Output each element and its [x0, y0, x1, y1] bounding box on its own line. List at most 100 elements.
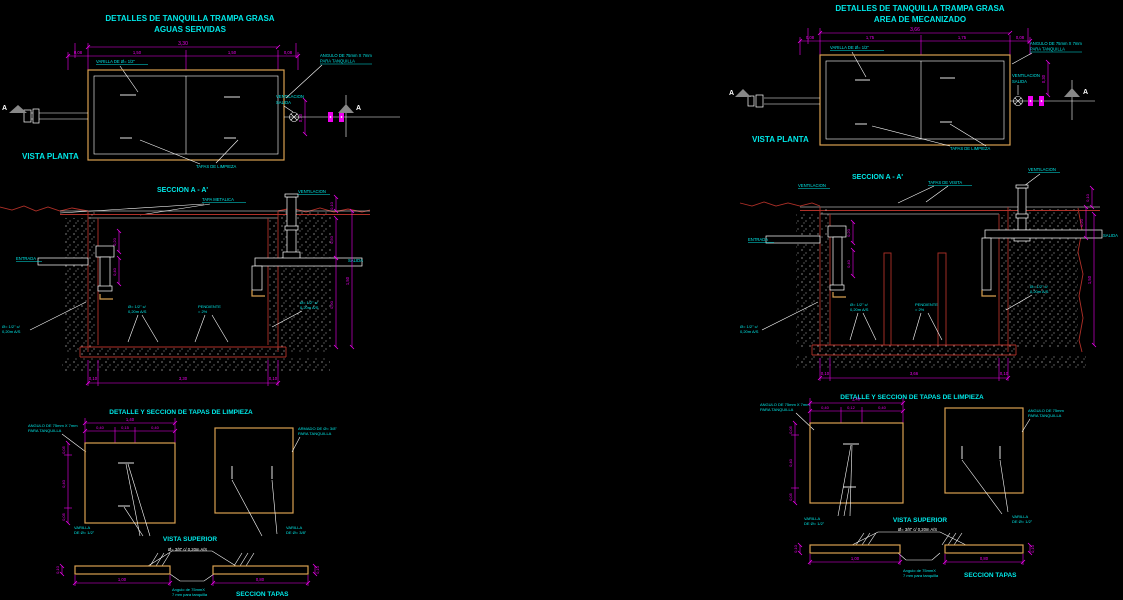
inlet-pipe — [765, 225, 847, 298]
section-marker-triangle — [338, 104, 354, 113]
dim-covers-v2: 0,40 — [61, 479, 66, 488]
dim-bar-h-left: 0,10 — [55, 565, 60, 574]
varilla-left-2: DE Ø= 1/2" — [804, 521, 825, 526]
covers-section-angulo-2: 7 mm para tanquilla — [903, 573, 939, 578]
label-salida-section: SALIDA — [1103, 233, 1118, 238]
leader-angulo — [1011, 52, 1033, 65]
covers-section: Ø= 3/8" c/ 0,20m A/S 1,00 0,80 0,10 0,10… — [793, 527, 1035, 579]
armado-2: PARA TANQUILLA — [1028, 413, 1062, 418]
leader-note-right — [1005, 294, 1033, 311]
covers-dim-lines — [791, 398, 906, 506]
label-angulo-1: ANGULO DE 75mm X 7mm — [1030, 41, 1082, 46]
varilla-left-2: DE Ø= 1/2" — [74, 530, 95, 535]
varilla-left-1: VARILLA — [804, 516, 820, 521]
cover-square-right — [214, 427, 294, 514]
outlet-assembly: A — [284, 95, 400, 137]
section-title: SECCION A - A' — [157, 187, 208, 194]
note-floor-1: Ø= 1/2" c/ — [128, 304, 147, 309]
dim-chain-3: 1,50 — [345, 276, 350, 285]
plan-view: 3,66 0,08 1,75 1,75 0,08 0,30 VARILLA DE… — [729, 27, 1095, 151]
label-tapa-metalica: TAPA METALICA — [202, 197, 234, 202]
dim-plan-cell2: 1,75 — [958, 35, 967, 40]
varilla-right-1: VARILLA — [1012, 514, 1028, 519]
drawing-title: DETALLES DE TANQUILLA TRAMPA GRASA — [105, 14, 274, 23]
leaders-tapa — [897, 185, 949, 204]
inlet-assembly: A — [729, 89, 820, 108]
section-view: SECCION A - A' TAPAS DE VISITA VENTILACI… — [739, 167, 1118, 381]
leader-note-right — [271, 310, 303, 328]
cover-bar-left — [74, 565, 171, 575]
tank-section-walls — [60, 210, 370, 358]
note-right-2: 0,20m A/S — [300, 305, 319, 310]
cover-left-leaders — [123, 463, 151, 537]
leader-covers-angulo — [61, 433, 87, 453]
dim-covers-c: 0,40 — [878, 405, 887, 410]
label-tapas-limpieza: TAPAS DE LIMPIEZA — [950, 146, 991, 151]
note-pendiente-2: = 2% — [198, 309, 208, 314]
dim-inlet-1: 0,20 — [846, 228, 851, 237]
covers-angulo-1: ANGULO DE 75mm X 7mm — [760, 402, 810, 407]
covers-angulo-2: PARA TANQUILLA — [760, 407, 794, 412]
note-pendiente-1: PENDIENTE — [915, 302, 938, 307]
dim-covers-v3: 0,05 — [61, 512, 66, 521]
label-varilla: VARILLA DE Ø= 1/2" — [830, 45, 870, 50]
cover-square-right — [944, 407, 1024, 494]
covers-angulo-1: ANGULO DE 75mm X 7mm — [28, 423, 78, 428]
dim-bottom-left: 0,10 — [821, 371, 830, 376]
cover-right-leaders — [961, 459, 1009, 515]
note-left-1: Ø= 1/2" c/ — [740, 324, 759, 329]
section-marker-a-left: A — [2, 105, 7, 112]
varilla-left-1: VARILLA — [74, 525, 90, 530]
leaders-tapas — [871, 123, 987, 147]
dim-chain-2: 1,50 — [1087, 275, 1092, 284]
dim-bar-h-right: 0,10 — [315, 565, 320, 574]
leader-vent — [283, 105, 294, 113]
view-label-plan: VISTA PLANTA — [22, 152, 79, 161]
covers-section-angulo-2: 7 mm para tanquilla — [172, 592, 208, 597]
note-floor-2: 0,20m A/S — [128, 309, 147, 314]
dim-bar-left: 1,00 — [118, 577, 127, 582]
plan-dim-lines — [65, 43, 308, 137]
dim-covers-v3: 0,05 — [788, 492, 793, 501]
leaders-tapas — [139, 139, 239, 165]
leader-armado — [291, 436, 301, 453]
panel-left: DETALLES DE TANQUILLA TRAMPA GRASA AGUAS… — [0, 14, 400, 598]
tank-outline — [819, 54, 1011, 146]
label-salida-plan: SALIDA — [1012, 79, 1027, 84]
cover-dashes — [855, 77, 955, 125]
note-right-2: 0,20m A/S — [1030, 289, 1049, 294]
dim-chain-0: 0,10 — [1085, 193, 1090, 202]
section-marker-a-right: A — [356, 105, 361, 112]
label-ventilacion-plan: VENTILACION — [1012, 73, 1040, 78]
tank-outline — [87, 69, 285, 161]
note-right-1: Ø= 1/2" c/ — [1030, 284, 1049, 289]
dim-plan-end-left: 0,08 — [74, 50, 83, 55]
dim-plan-end-right: 0,08 — [1016, 35, 1025, 40]
floor-leaders — [849, 312, 943, 341]
dim-bottom-left: 0,10 — [89, 376, 98, 381]
dim-bar-h-right: 0,10 — [1030, 544, 1035, 553]
section-marker-a-left: A — [729, 90, 734, 97]
label-tapas-visita: TAPAS DE VISITA — [928, 180, 962, 185]
dim-bar-left: 1,00 — [851, 556, 860, 561]
note-floor-1: Ø= 1/2" c/ — [850, 302, 869, 307]
dim-covers-b: 0,15 — [121, 425, 130, 430]
note-left-2: 0,20m A/S — [2, 329, 21, 334]
covers-section-dims — [59, 563, 318, 586]
cover-bar-right — [212, 565, 309, 575]
cover-left-leaders — [837, 444, 853, 517]
dim-covers-total: 1,40 — [126, 417, 135, 422]
armado-1: ANGULO DE 75mm — [1028, 408, 1064, 413]
varilla-right-2: DE Ø= 1/2" — [1012, 519, 1033, 524]
cover-right-dashes — [961, 446, 1001, 459]
dim-bottom-total: 3,30 — [179, 376, 188, 381]
dim-chain-1: 0,20 — [1079, 218, 1084, 227]
tank-section-walls — [800, 206, 1100, 356]
baffle-wall-2 — [937, 252, 947, 346]
dim-covers-a: 0,40 — [821, 405, 830, 410]
label-ventilacion-section: VENTILACION — [298, 189, 326, 194]
dim-inlet-1: 0,20 — [112, 237, 117, 246]
dim-covers-b: 0,12 — [847, 405, 856, 410]
note-floor-2: 0,20m A/S — [850, 307, 869, 312]
